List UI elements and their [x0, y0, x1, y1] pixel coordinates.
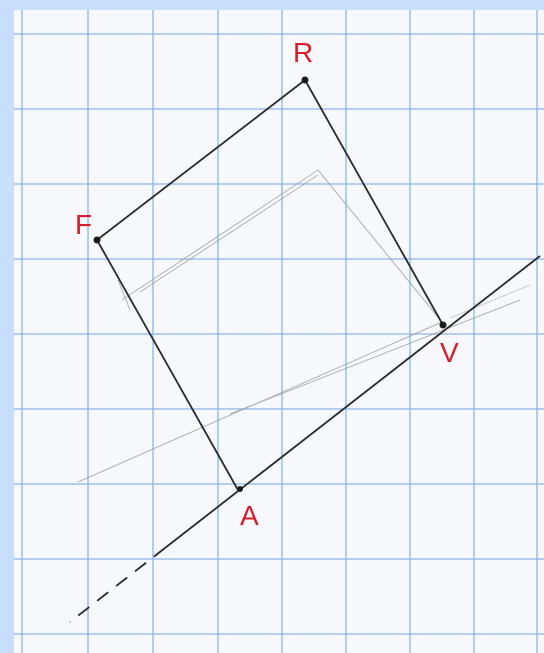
label-a: A [240, 500, 259, 531]
faint-line-lower [229, 299, 521, 415]
line-av-solid [164, 255, 541, 549]
point-v [439, 321, 447, 329]
line-av-dashed [69, 547, 166, 623]
side-rv [304, 79, 444, 326]
line-av [69, 255, 541, 623]
construction-lines [77, 169, 531, 483]
point-a [237, 486, 243, 492]
label-f: F [75, 209, 92, 240]
faint-line-upper [139, 174, 319, 293]
faint-extension [449, 284, 531, 319]
label-v: V [440, 337, 459, 368]
grid [14, 10, 544, 653]
vertex-points [93, 76, 447, 492]
faint-tick-left [117, 279, 131, 311]
label-r: R [293, 37, 313, 68]
square-frva [96, 79, 444, 491]
point-f [93, 236, 101, 244]
graph-paper [14, 10, 544, 653]
side-fr [96, 79, 306, 241]
inner-construction-square [121, 169, 443, 323]
side-fa [96, 239, 239, 491]
point-r [301, 76, 309, 84]
